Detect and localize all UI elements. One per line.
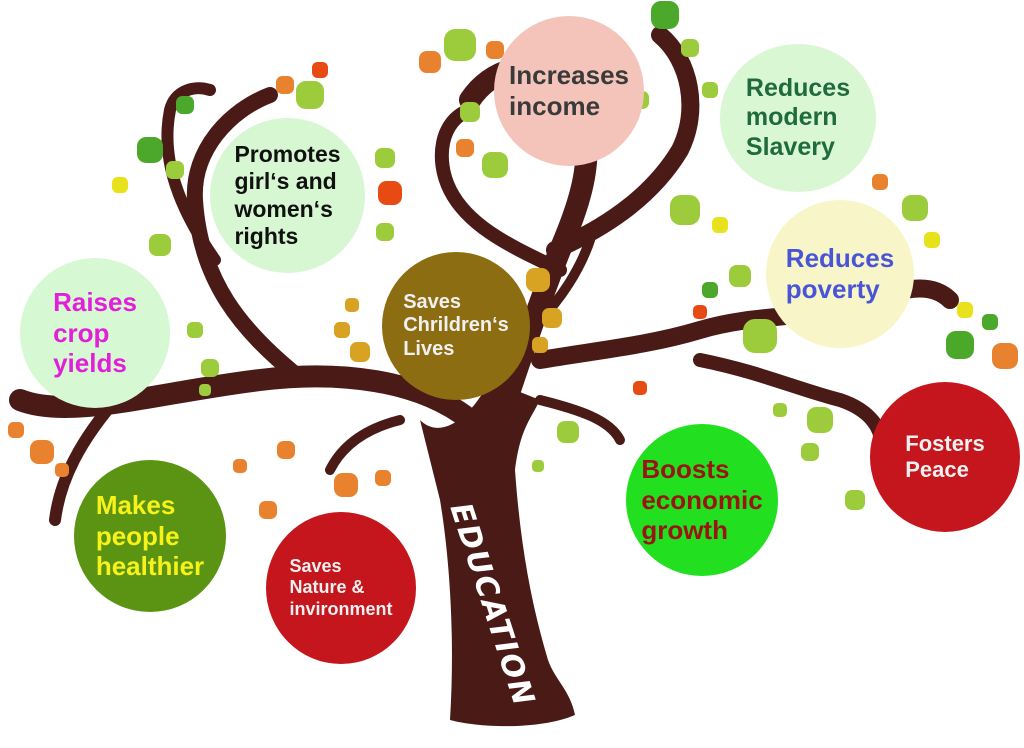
leaves: [8, 1, 1018, 519]
leaf: [8, 422, 24, 438]
leaf: [651, 1, 679, 29]
leaf: [532, 337, 548, 353]
bubble-text: Saves Nature & invironment: [289, 556, 393, 619]
leaf: [166, 161, 184, 179]
leaf: [456, 139, 474, 157]
bubble-saves-nature: Saves Nature & invironment: [266, 512, 416, 664]
leaf: [176, 96, 194, 114]
leaf: [277, 441, 295, 459]
tree-branch: [9, 365, 481, 431]
leaf: [946, 331, 974, 359]
leaf: [201, 359, 219, 377]
leaf: [807, 407, 833, 433]
bubble-reduces-poverty: Reduces poverty: [766, 200, 914, 348]
bubble-reduces-modern-slavery: Reduces modern Slavery: [720, 44, 876, 192]
leaf: [137, 137, 163, 163]
leaf: [187, 322, 203, 338]
leaf: [376, 223, 394, 241]
leaf: [633, 381, 647, 395]
bubble-text: Reduces modern Slavery: [745, 73, 851, 161]
leaf: [743, 319, 777, 353]
leaf: [482, 152, 508, 178]
leaf: [702, 282, 718, 298]
tree-branch: [434, 103, 567, 277]
leaf: [729, 265, 751, 287]
leaf: [444, 29, 476, 61]
tree-branch: [535, 395, 625, 445]
bubble-text: Makes people healthier: [95, 489, 205, 582]
bubble-boosts-growth: Boosts economic growth: [626, 424, 778, 576]
leaf: [375, 148, 395, 168]
leaf: [312, 62, 328, 78]
leaf: [334, 473, 358, 497]
tree-branch: [49, 389, 126, 526]
leaf: [149, 234, 171, 256]
leaf: [233, 459, 247, 473]
leaf: [542, 308, 562, 328]
leaf: [276, 76, 294, 94]
leaf: [681, 39, 699, 57]
leaf: [526, 268, 550, 292]
bubble-raises-crop-yields: Raises crop yields: [20, 258, 170, 408]
tree-branch: [325, 415, 405, 475]
leaf: [872, 174, 888, 190]
leaf: [334, 322, 350, 338]
leaf: [670, 195, 700, 225]
leaf: [992, 343, 1018, 369]
tree-branch: [546, 26, 700, 259]
leaf: [460, 102, 480, 122]
leaf: [55, 463, 69, 477]
leaf: [801, 443, 819, 461]
leaf: [845, 490, 865, 510]
bubble-increases-income: Increases income: [494, 16, 644, 166]
leaf: [982, 314, 998, 330]
leaf: [773, 403, 787, 417]
leaf: [957, 302, 973, 318]
leaf: [296, 81, 324, 109]
bubble-promotes-rights: Promotes girl‘s and women‘s rights: [210, 118, 365, 273]
leaf: [30, 440, 54, 464]
tree-trunk: [420, 380, 575, 727]
leaf: [345, 298, 359, 312]
leaf: [350, 342, 370, 362]
leaf: [557, 421, 579, 443]
leaf: [419, 51, 441, 73]
leaf: [199, 384, 211, 396]
bubble-text: Saves Chrildren‘s Lives: [403, 290, 509, 360]
leaf: [378, 181, 402, 205]
leaf: [532, 460, 544, 472]
bubble-text: Fosters Peace: [905, 431, 985, 482]
tree-branch: [161, 82, 221, 266]
leaf: [702, 82, 718, 98]
leaf: [375, 470, 391, 486]
leaf: [902, 195, 928, 221]
bubble-text: Boosts economic growth: [641, 453, 763, 546]
leaf: [112, 177, 128, 193]
leaf: [712, 217, 728, 233]
tree-branch: [186, 87, 308, 386]
bubble-saves-childrens-lives: Saves Chrildren‘s Lives: [382, 252, 530, 400]
leaf: [693, 305, 707, 319]
leaf: [924, 232, 940, 248]
bubble-fosters-peace: Fosters Peace: [870, 382, 1020, 532]
bubble-text: Reduces poverty: [785, 243, 895, 304]
bubble-text: Promotes girl‘s and women‘s rights: [234, 141, 341, 249]
bubble-makes-healthier: Makes people healthier: [74, 460, 226, 612]
bubble-text: Increases income: [509, 60, 629, 121]
leaf: [259, 501, 277, 519]
bubble-text: Raises crop yields: [53, 286, 137, 379]
leaf: [486, 41, 504, 59]
